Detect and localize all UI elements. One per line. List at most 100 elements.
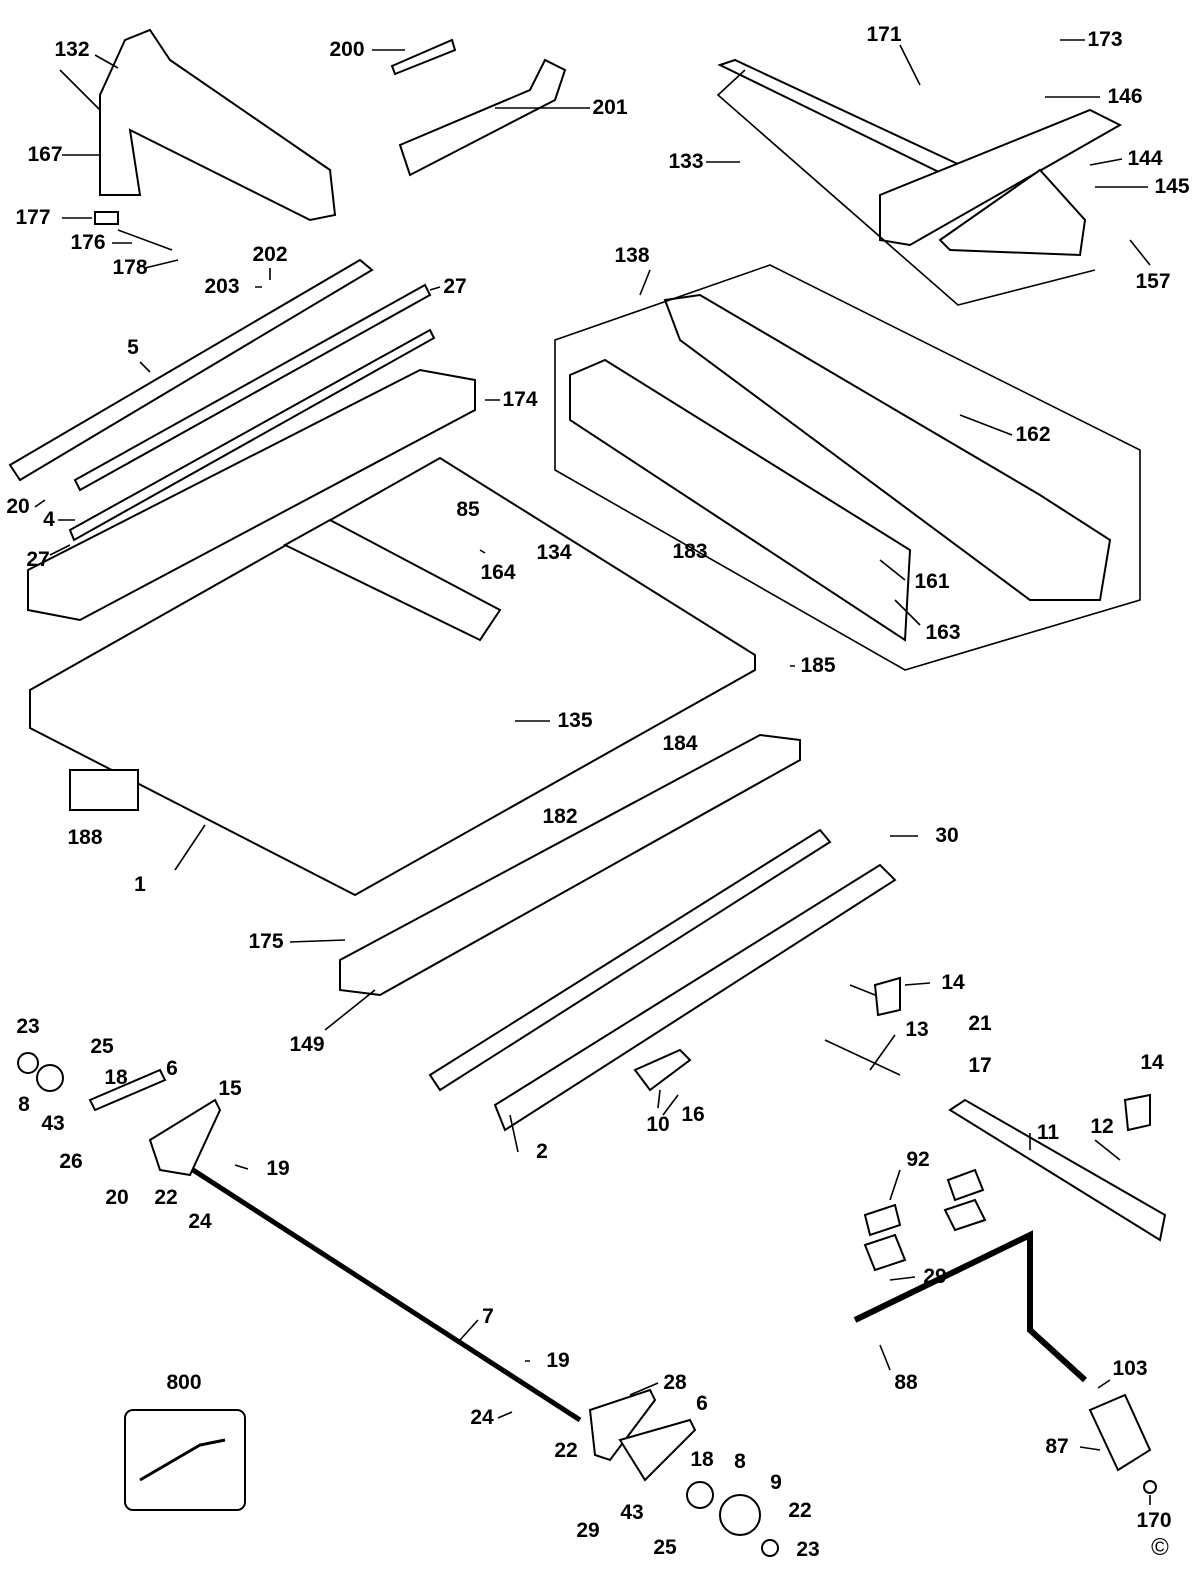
part-number-label: 132 (54, 38, 90, 61)
bracket-92d (863, 1233, 907, 1272)
wrench (398, 58, 567, 177)
part-number-label: 23 (16, 1015, 40, 1038)
miter-fence (879, 108, 1123, 247)
bracket-10 (633, 1048, 692, 1092)
part-number-label: 2 (536, 1140, 548, 1163)
part-number-label: 146 (1107, 85, 1143, 108)
part-number-label: 162 (1015, 423, 1051, 446)
part-number-label: 202 (252, 243, 288, 266)
part-number-label: 21 (968, 1012, 992, 1035)
part-number-label: 14 (941, 971, 965, 994)
part-number-label: 175 (248, 930, 284, 953)
handle-87 (1088, 1393, 1152, 1472)
part-number-label: 24 (470, 1406, 494, 1429)
part-number-label: 173 (1087, 28, 1123, 51)
part-number-label: 15 (218, 1077, 242, 1100)
bracket-6b (618, 1418, 697, 1482)
gear-8b (686, 1481, 714, 1509)
rail-11 (948, 1098, 1167, 1242)
crank-88 (853, 1230, 1088, 1383)
part-number-label: 138 (614, 244, 650, 267)
rear-rail (428, 828, 832, 1092)
copyright-mark: © (1151, 1534, 1169, 1561)
part-number-label: 23 (796, 1538, 820, 1561)
rail-strip-2 (68, 328, 436, 542)
part-number-label: 163 (925, 621, 961, 644)
part-number-label: 11 (1036, 1121, 1060, 1144)
part-number-label: 176 (70, 231, 106, 254)
part-number-label: 13 (905, 1018, 929, 1041)
part-number-label: 171 (866, 23, 902, 46)
part-number-label: 167 (27, 143, 63, 166)
part-number-label: 182 (542, 805, 578, 828)
part-number-label: 174 (502, 388, 538, 411)
spring-177 (94, 211, 119, 225)
part-number-label: 200 (329, 38, 365, 61)
part-number-label: 145 (1154, 175, 1190, 198)
bracket-92a (946, 1168, 985, 1202)
gear-8 (36, 1064, 64, 1092)
part-number-label: 28 (663, 1371, 687, 1394)
rip-fence-body (663, 293, 1112, 601)
part-number-label: 29 (576, 1519, 600, 1542)
nut-23b (761, 1539, 779, 1557)
label-188 (69, 769, 139, 811)
part-number-label: 43 (41, 1112, 65, 1135)
part-number-label: 25 (90, 1035, 114, 1058)
part-number-label: 201 (592, 96, 628, 119)
rail-strip (73, 283, 432, 492)
part-number-label: 135 (557, 709, 593, 732)
part-number-label: 5 (127, 336, 139, 359)
part-number-label: 177 (15, 206, 51, 229)
shaft-7 (188, 1165, 582, 1423)
front-rail-top (8, 258, 374, 482)
spanner-plate (390, 38, 457, 76)
part-number-label: 203 (204, 275, 240, 298)
part-number-label: 6 (696, 1392, 708, 1415)
extension-table-174 (27, 368, 476, 622)
part-number-label: 178 (112, 256, 148, 279)
part-number-label: 19 (546, 1349, 570, 1372)
part-number-label: 22 (788, 1499, 812, 1522)
table-top (29, 456, 756, 897)
part-number-label: 1 (134, 873, 146, 896)
handwheel-9 (719, 1494, 761, 1536)
part-number-label: 14 (1140, 1051, 1164, 1074)
part-number-label: 30 (935, 824, 959, 847)
accessory-box-800 (124, 1409, 246, 1511)
part-number-label: 26 (59, 1150, 83, 1173)
part-number-label: 27 (26, 548, 50, 571)
miter-bar (717, 58, 963, 177)
part-number-label: 184 (662, 732, 698, 755)
part-number-label: 134 (536, 541, 572, 564)
part-number-label: 20 (105, 1186, 129, 1209)
part-number-label: 17 (968, 1054, 992, 1077)
part-number-label: 157 (1135, 270, 1171, 293)
part-number-label: 43 (620, 1501, 644, 1524)
bracket-15 (148, 1098, 222, 1177)
part-number-label: 88 (894, 1371, 918, 1394)
part-number-label: 20 (6, 495, 30, 518)
part-number-label: 29 (923, 1265, 947, 1288)
part-number-label: 188 (67, 826, 103, 849)
part-number-label: 8 (18, 1093, 30, 1116)
throat-plate (282, 518, 502, 642)
part-number-label: 85 (456, 498, 480, 521)
bracket-6 (88, 1068, 167, 1112)
part-number-label: 18 (690, 1448, 714, 1471)
part-number-label: 800 (166, 1371, 202, 1394)
part-number-label: 185 (800, 654, 836, 677)
part-number-label: 4 (43, 508, 55, 531)
part-number-label: 27 (443, 275, 467, 298)
bracket-92c (863, 1203, 902, 1237)
part-number-label: 7 (482, 1305, 494, 1328)
blade-guard (99, 28, 337, 222)
part-number-label: 87 (1045, 1435, 1069, 1458)
part-number-label: 92 (906, 1148, 930, 1171)
part-number-label: 164 (480, 561, 516, 584)
knob-14b (1123, 1093, 1151, 1132)
part-number-label: 103 (1112, 1357, 1148, 1380)
part-number-label: 22 (554, 1439, 578, 1462)
